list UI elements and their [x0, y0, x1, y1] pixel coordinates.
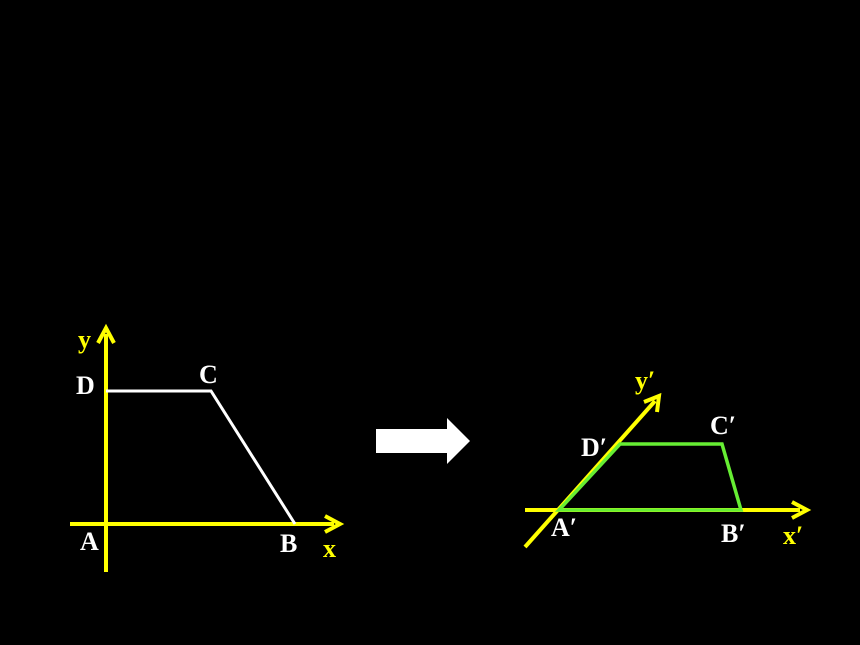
point-label-b: B — [280, 529, 297, 558]
y-prime-axis-arrowhead — [643, 392, 662, 413]
point-label-b-prime: B′ — [721, 519, 746, 548]
right-arrow-icon — [376, 418, 470, 464]
transformed-figure: y′ x′ C′ D′ A′ B′ — [523, 366, 812, 550]
point-label-a-prime: A′ — [551, 513, 577, 542]
y-axis-arrowhead — [96, 323, 116, 344]
original-trapezoid — [106, 389, 297, 525]
point-label-c: C — [199, 360, 218, 389]
x-axis-arrowhead — [324, 514, 345, 534]
y-prime-axis-label: y′ — [635, 366, 655, 395]
transformed-trapezoid — [554, 442, 744, 512]
x-prime-axis-arrowhead — [791, 500, 812, 520]
point-label-a: A — [80, 527, 99, 556]
original-figure: y x D C A B — [70, 323, 345, 572]
x-prime-axis-label: x′ — [783, 521, 803, 550]
y-axis-label: y — [78, 325, 91, 354]
point-label-d: D — [76, 371, 95, 400]
point-label-c-prime: C′ — [710, 411, 736, 440]
x-axis-label: x — [323, 534, 336, 563]
point-label-d-prime: D′ — [581, 433, 607, 462]
